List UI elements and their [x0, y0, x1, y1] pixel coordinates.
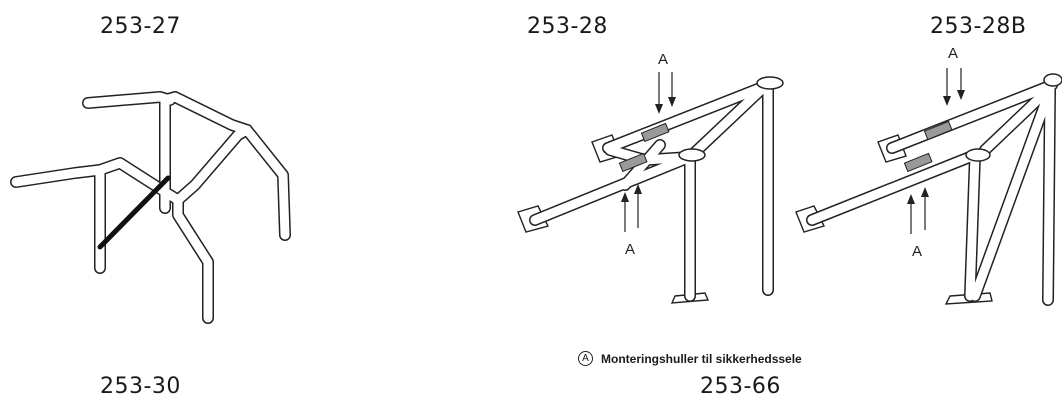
- marker-a: A: [912, 243, 922, 260]
- figure-label-253-66: 253-66: [700, 374, 781, 399]
- figure-label-253-27: 253-27: [100, 14, 181, 39]
- marker-a: A: [658, 51, 668, 68]
- harness-bar-drawing-253-28b: [795, 68, 1062, 306]
- legend-symbol: A: [578, 351, 593, 366]
- roll-cage-drawing: [10, 91, 291, 324]
- figure-label-253-28b: 253-28B: [930, 14, 1027, 39]
- marker-a: A: [948, 45, 958, 62]
- legend-text: Monteringshuller til sikkerhedssele: [601, 351, 802, 366]
- marker-a: A: [625, 241, 635, 258]
- figure-label-253-28: 253-28: [527, 14, 608, 39]
- diagonal-brace: [97, 175, 171, 250]
- legend: A Monteringshuller til sikkerhedssele: [578, 351, 802, 366]
- harness-bar-drawing-253-28: [517, 72, 784, 304]
- figure-label-253-30: 253-30: [100, 374, 181, 399]
